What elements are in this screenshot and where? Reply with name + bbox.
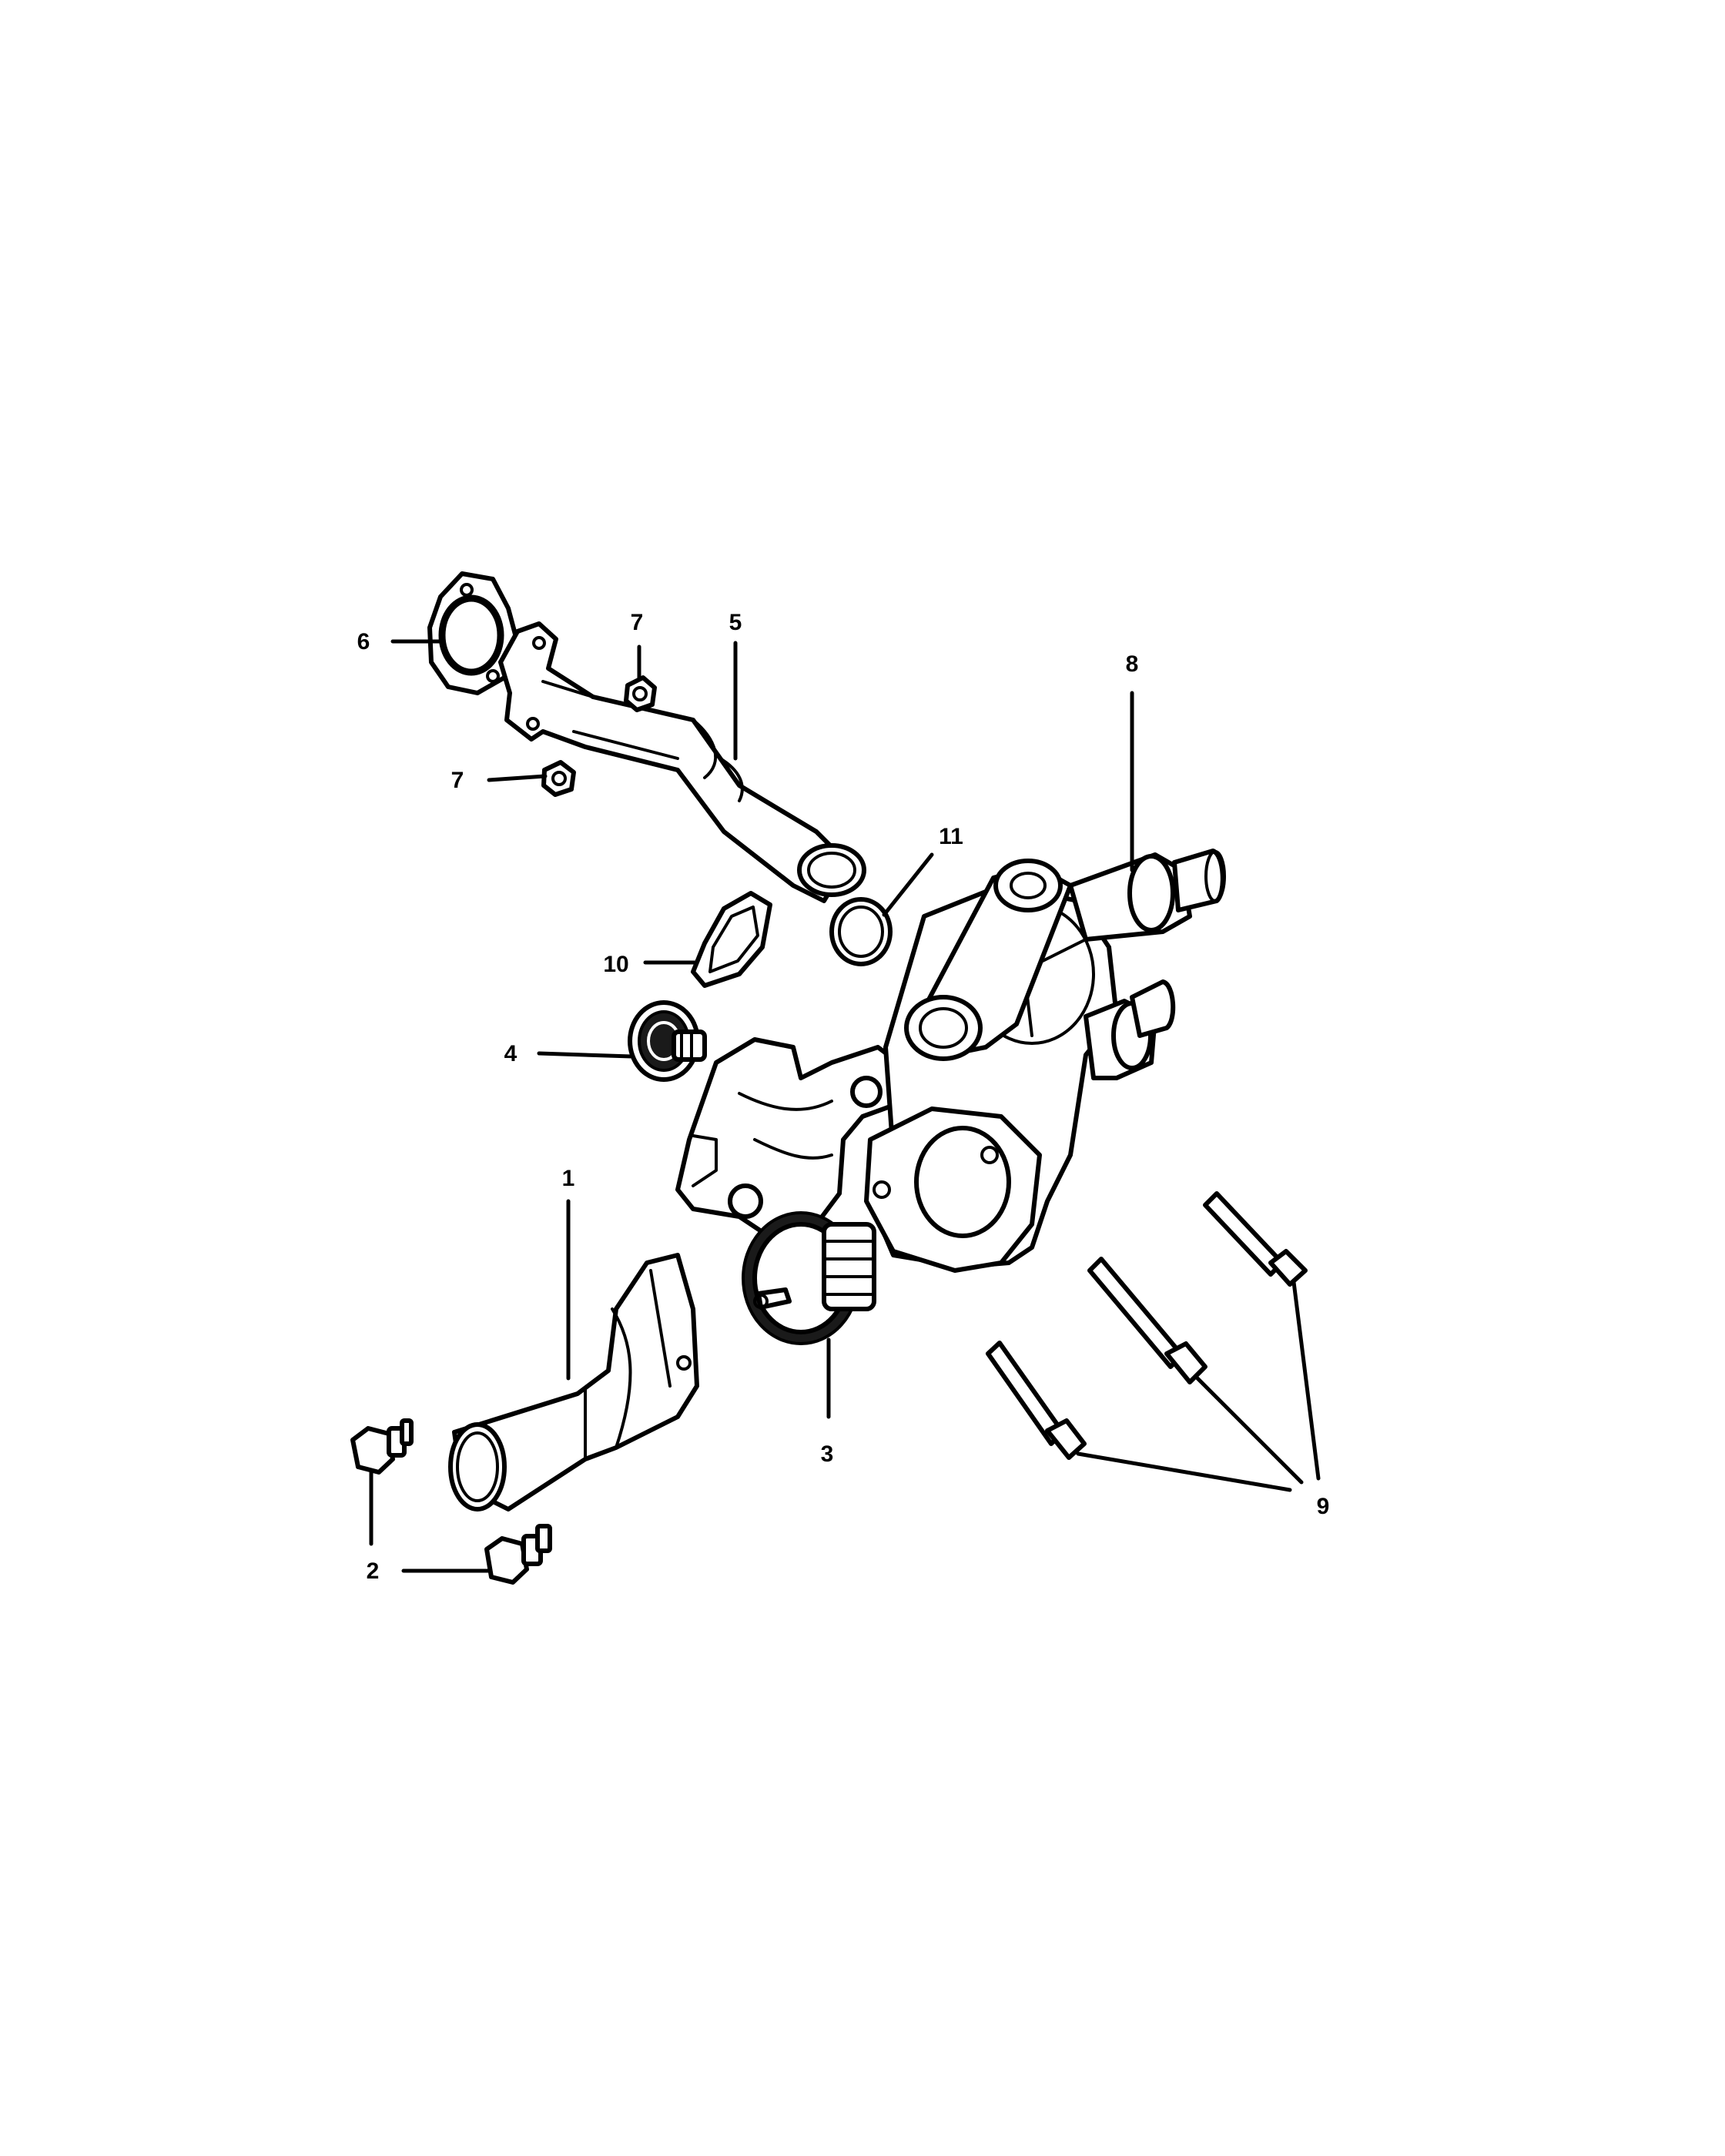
thermostat-housing: [675, 849, 1226, 1273]
part-3-thermostat: [742, 1211, 876, 1345]
part-10-seal: [691, 891, 772, 988]
part-2-bolt-upper: [350, 1418, 414, 1475]
leader-9-left: [1076, 1451, 1292, 1492]
callout-10: 10: [603, 952, 628, 977]
callout-9: 9: [1317, 1494, 1330, 1519]
leader-9-right: [1291, 1280, 1321, 1481]
leader-4: [537, 1051, 634, 1059]
callout-1: 1: [562, 1166, 575, 1191]
part-6-gasket: [427, 571, 520, 695]
callout-3: 3: [821, 1441, 834, 1467]
callout-6: 6: [357, 629, 370, 654]
part-7-nut-lower: [541, 760, 576, 797]
callout-7-upper: 7: [631, 610, 644, 635]
callout-5: 5: [729, 610, 742, 635]
callouts: 6 7 5 7 8 11 10 4 1 3 2 9: [357, 610, 1330, 1584]
callout-11: 11: [939, 824, 963, 849]
leader-11: [882, 852, 934, 917]
part-7-nut-upper: [624, 675, 657, 712]
callout-4: 4: [504, 1041, 518, 1066]
part-5-coolant-pipe: [498, 621, 866, 903]
callout-8: 8: [1126, 651, 1139, 677]
leader-9-middle: [1195, 1376, 1304, 1485]
part-2-bolt-lower: [484, 1524, 552, 1585]
callout-7-lower: 7: [451, 768, 464, 793]
leader-lines: [369, 639, 1321, 1573]
part-1-water-outlet: [448, 1253, 699, 1512]
part-9-bolt-right: [1203, 1191, 1308, 1287]
part-9-bolt-left: [986, 1341, 1087, 1460]
part-9-bolt-middle: [1087, 1257, 1208, 1384]
part-4-thermostat-small: [628, 1000, 707, 1082]
callout-2: 2: [367, 1558, 380, 1584]
leader-7b: [487, 774, 548, 782]
part-11-o-ring: [829, 897, 893, 966]
